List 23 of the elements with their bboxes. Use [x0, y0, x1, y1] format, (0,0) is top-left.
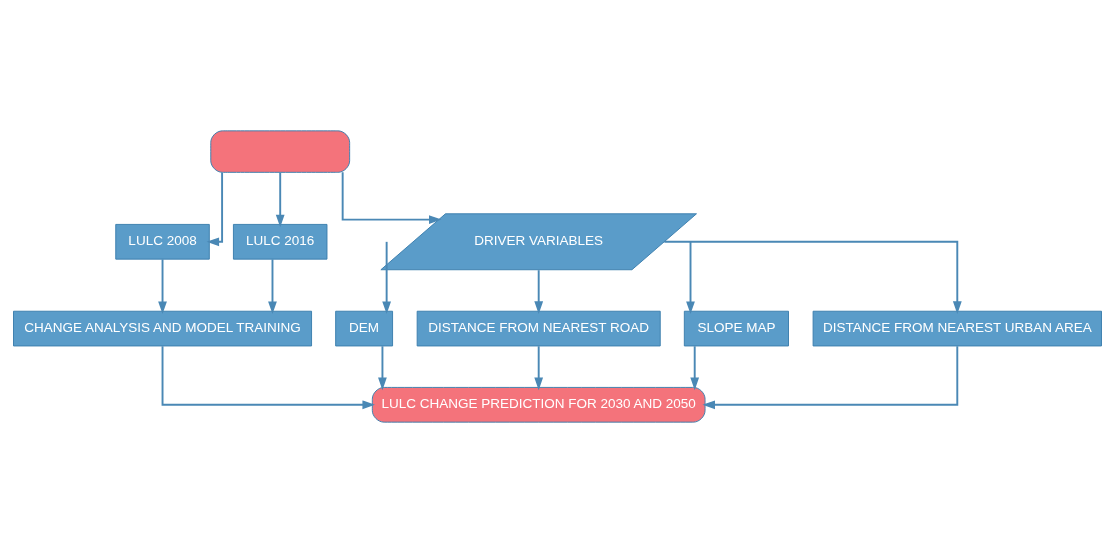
node-box: DEM — [335, 310, 394, 346]
arrow — [161, 344, 375, 409]
arrow — [268, 257, 277, 314]
arrow — [534, 268, 544, 314]
node-box — [210, 129, 351, 173]
node-box: DISTANCE FROM NEAREST ROAD — [416, 310, 661, 346]
arrow — [158, 257, 167, 314]
arrow — [275, 171, 285, 227]
node-box: LULC 2008 — [115, 223, 210, 260]
arrow — [690, 344, 700, 390]
node-box: DISTANCE FROM NEAREST URBAN AREA — [812, 310, 1102, 346]
node-box: LULC CHANGE PREDICTION FOR 2030 AND 2050 — [371, 386, 706, 423]
arrow — [702, 344, 959, 409]
node-box: SLOPE MAP — [683, 310, 789, 346]
arrow — [686, 240, 695, 314]
arrow — [382, 240, 392, 314]
node-box: CHANGE ANALYSIS AND MODEL TRAINING — [13, 310, 313, 346]
arrow — [341, 170, 442, 224]
node-box: LULC 2016 — [232, 223, 328, 260]
arrow — [378, 344, 387, 390]
arrow — [534, 344, 544, 390]
arrow — [206, 171, 224, 246]
arrow — [663, 240, 962, 314]
